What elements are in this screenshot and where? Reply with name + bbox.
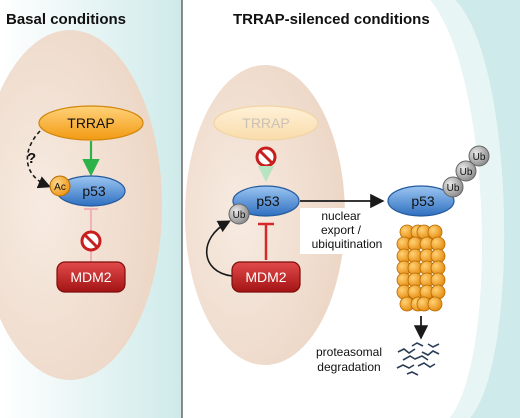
mdm2-protein-left: MDM2 [56, 261, 126, 293]
svg-text:Ub: Ub [473, 152, 486, 163]
proteasome-subunit [427, 296, 443, 312]
ub-modification-3: Ub [468, 145, 490, 167]
ub-chain: Ub Ub Ub [442, 145, 490, 198]
trrap-label: TRRAP [67, 115, 114, 131]
panel-title-basal: Basal conditions [6, 11, 126, 28]
ub-modification-1: Ub [442, 176, 464, 198]
degraded-fragments-icon [396, 342, 440, 376]
ac-label: Ac [54, 182, 66, 193]
ub-modification-2: Ub [455, 160, 477, 182]
degradation-label-line1: proteasomal [316, 345, 382, 359]
export-label-line3: ubiquitination [312, 237, 383, 251]
svg-text:Ub: Ub [460, 167, 473, 178]
svg-text:Ub: Ub [447, 183, 460, 194]
question-mark: ? [27, 150, 36, 167]
ac-modification: Ac [49, 175, 71, 197]
mdm2-protein-right: MDM2 [231, 261, 301, 293]
trrap-protein-silenced: TRRAP [213, 105, 319, 141]
p53-protein-left: p53 [56, 175, 126, 207]
cytoplasm-right [455, 0, 520, 418]
blocked-icon-left [80, 230, 102, 252]
p53-label-cytoplasmic: p53 [411, 193, 435, 209]
blocked-icon-trrap [255, 146, 277, 168]
export-label-line2: export / [321, 223, 362, 237]
degradation-label-line2: degradation [317, 360, 380, 374]
p53-protein-cytoplasmic: p53 [387, 185, 455, 217]
ub-modification-nuclear: Ub [228, 203, 250, 225]
panel-trrap-silenced: TRRAP-silenced conditions TRRAP p53 Ub [183, 0, 520, 418]
p53-protein-nuclear: p53 [232, 185, 300, 217]
panel-title-silenced: TRRAP-silenced conditions [233, 11, 430, 28]
ub-label-nuclear: Ub [233, 210, 246, 221]
trrap-label-silenced: TRRAP [242, 115, 289, 131]
p53-label-left: p53 [82, 183, 106, 199]
trrap-protein: TRRAP [38, 105, 144, 141]
panel-basal: Basal conditions TRRAP ? p53 Ac [0, 0, 182, 418]
mdm2-label-left: MDM2 [70, 269, 111, 285]
p53-label-nuclear: p53 [256, 193, 280, 209]
proteasome-icon [396, 224, 446, 312]
ubiquitination-arrow [205, 220, 233, 277]
mdm2-label-right: MDM2 [245, 269, 286, 285]
export-label-line1: nuclear [321, 209, 360, 223]
